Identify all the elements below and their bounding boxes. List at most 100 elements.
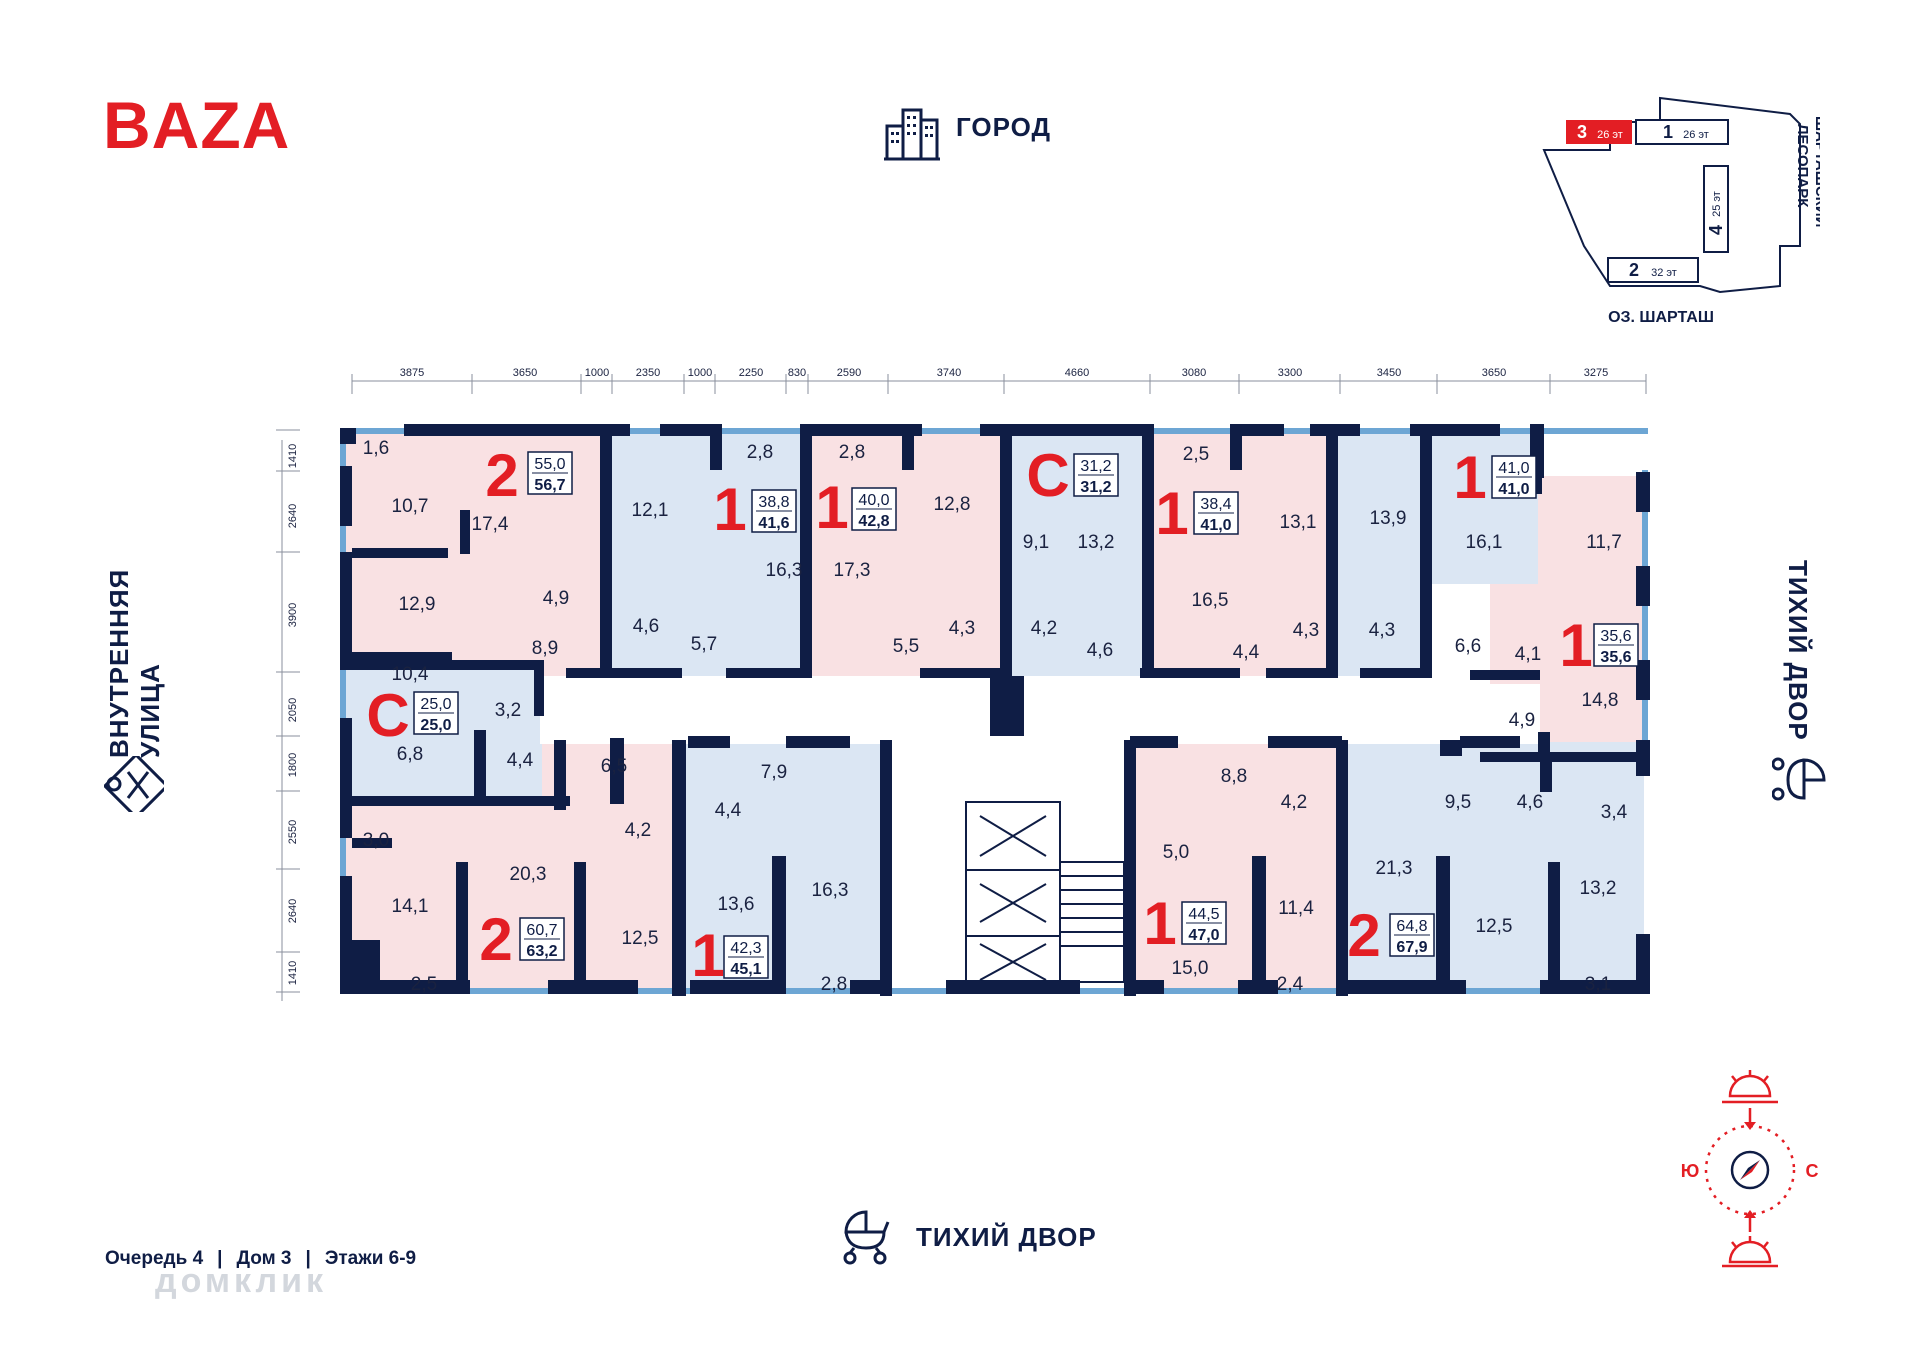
svg-text:63,2: 63,2 bbox=[526, 943, 557, 960]
dim-top-5: 1000 bbox=[688, 367, 712, 379]
corridor bbox=[540, 684, 1540, 744]
compass: Ю С bbox=[1681, 1070, 1819, 1268]
site-building-2: 2 32 эт bbox=[1607, 257, 1699, 283]
stair-core bbox=[885, 744, 1130, 992]
svg-text:38,8: 38,8 bbox=[758, 494, 789, 511]
dim-left-7: 2640 bbox=[287, 899, 299, 923]
room-area: 11,7 bbox=[1586, 532, 1622, 553]
sun-icon-bottom bbox=[1722, 1236, 1778, 1268]
brand-logo: BAZA bbox=[103, 88, 291, 162]
room-area: 12,5 bbox=[622, 928, 659, 949]
svg-text:35,6: 35,6 bbox=[1600, 628, 1631, 645]
dim-top-8: 2590 bbox=[837, 367, 861, 379]
svg-text:1: 1 bbox=[1453, 444, 1486, 511]
fill-apt-1d-top bbox=[1150, 432, 1330, 676]
svg-text:41,0: 41,0 bbox=[1498, 460, 1529, 477]
room-area: 7,9 bbox=[761, 762, 787, 783]
room-area: 2,8 bbox=[821, 974, 847, 995]
room-area: 16,5 bbox=[1192, 590, 1229, 611]
room-area: 6,5 bbox=[601, 756, 627, 777]
room-area: 4,2 bbox=[625, 820, 651, 841]
room-area: 8,8 bbox=[1221, 766, 1247, 787]
direction-bottom-label: ТИХИЙ ДВОР bbox=[916, 1222, 1097, 1252]
room-area: 14,8 bbox=[1582, 690, 1619, 711]
svg-text:2: 2 bbox=[1347, 902, 1380, 969]
footer-floors: Этажи 6-9 bbox=[324, 1248, 417, 1269]
room-area: 6,6 bbox=[1455, 636, 1481, 657]
svg-text:1: 1 bbox=[1663, 122, 1673, 142]
dim-top-11: 3080 bbox=[1182, 367, 1206, 379]
dimension-labels-top: 3875 3650 1000 2350 1000 2250 830 2590 3… bbox=[400, 367, 1608, 379]
room-area: 4,3 bbox=[1369, 620, 1395, 641]
room-area: 12,8 bbox=[934, 494, 971, 515]
site-building-1: 1 26 эт bbox=[1635, 119, 1729, 145]
room-area: 13,2 bbox=[1078, 532, 1115, 553]
svg-text:42,8: 42,8 bbox=[858, 513, 889, 530]
room-area: 3,2 bbox=[495, 700, 521, 721]
apartment-badge: 1 44,5 47,0 bbox=[1143, 890, 1227, 957]
svg-text:31,2: 31,2 bbox=[1080, 458, 1111, 475]
dim-top-3: 1000 bbox=[585, 367, 609, 379]
room-area: 10,4 bbox=[392, 664, 429, 685]
svg-text:64,8: 64,8 bbox=[1396, 918, 1427, 935]
dim-left-6: 2550 bbox=[287, 820, 299, 844]
svg-text:47,0: 47,0 bbox=[1188, 927, 1219, 944]
compass-west-label: Ю bbox=[1681, 1161, 1700, 1181]
site-building-4: 4 25 эт bbox=[1703, 165, 1729, 253]
buildings-icon bbox=[884, 108, 940, 161]
room-area: 12,5 bbox=[1476, 916, 1513, 937]
apartment-badge: 2 64,8 67,9 bbox=[1347, 902, 1435, 969]
svg-text:26 эт: 26 эт bbox=[1597, 129, 1623, 141]
site-map: 3 26 эт 1 26 эт 4 25 эт 2 32 эт ОЗ. ШАРТ… bbox=[1542, 96, 1820, 326]
room-area: 4,3 bbox=[1293, 620, 1319, 641]
room-area: 5,5 bbox=[893, 636, 919, 657]
svg-text:41,0: 41,0 bbox=[1200, 517, 1231, 534]
svg-text:35,6: 35,6 bbox=[1600, 649, 1631, 666]
apartment-badge: С 25,0 25,0 bbox=[366, 682, 459, 749]
room-area: 20,3 bbox=[510, 864, 547, 885]
site-building-3: 3 26 эт bbox=[1566, 120, 1632, 144]
room-area: 3,4 bbox=[1601, 802, 1628, 823]
dim-left-8: 1410 bbox=[287, 961, 299, 985]
room-area: 17,3 bbox=[834, 560, 871, 581]
svg-text:26 эт: 26 эт bbox=[1683, 129, 1709, 141]
svg-text:38,4: 38,4 bbox=[1200, 496, 1231, 513]
dim-left-4: 2050 bbox=[287, 698, 299, 722]
svg-text:1: 1 bbox=[1143, 890, 1176, 957]
svg-text:55,0: 55,0 bbox=[534, 456, 565, 473]
room-area: 9,5 bbox=[1445, 792, 1471, 813]
room-area: 2,4 bbox=[1277, 974, 1304, 995]
svg-text:40,0: 40,0 bbox=[858, 492, 889, 509]
room-area: 2,8 bbox=[747, 442, 773, 463]
dimension-lines bbox=[281, 380, 1646, 1001]
room-area: 15,0 bbox=[1172, 958, 1209, 979]
svg-text:41,0: 41,0 bbox=[1498, 481, 1529, 498]
room-area: 2,5 bbox=[1183, 444, 1209, 465]
apartment-badge: С 31,2 31,2 bbox=[1026, 442, 1119, 509]
room-area: 4,9 bbox=[543, 588, 569, 609]
room-area: 4,2 bbox=[1031, 618, 1057, 639]
room-area: 5,7 bbox=[691, 634, 717, 655]
footer-info: Очередь 4|Дом 3|Этажи 6-9 bbox=[105, 1248, 417, 1269]
room-area: 1,6 bbox=[363, 438, 389, 459]
svg-text:ЛЕСОПАРК: ЛЕСОПАРК bbox=[1794, 124, 1811, 208]
svg-text:56,7: 56,7 bbox=[534, 477, 565, 494]
site-lake-label: ОЗ. ШАРТАШ bbox=[1608, 309, 1714, 326]
room-area: 16,3 bbox=[812, 880, 849, 901]
dim-top-1: 3875 bbox=[400, 367, 424, 379]
svg-text:25,0: 25,0 bbox=[420, 696, 451, 713]
fill-apt-2-bottom-left bbox=[344, 796, 680, 992]
direction-top-label: ГОРОД bbox=[956, 112, 1052, 142]
stroller-icon bbox=[843, 1210, 890, 1265]
room-area: 16,3 bbox=[766, 560, 803, 581]
compass-east-label: С bbox=[1806, 1161, 1819, 1181]
dim-left-2: 2640 bbox=[287, 504, 299, 528]
fill-apt-1a-top bbox=[609, 432, 715, 676]
stroller-icon-right bbox=[1772, 757, 1826, 801]
watermark: домклик bbox=[155, 1262, 328, 1300]
fill-apt-1c-top bbox=[807, 432, 1007, 676]
svg-text:67,9: 67,9 bbox=[1396, 939, 1427, 956]
svg-text:1: 1 bbox=[1559, 612, 1592, 679]
room-area: 5,0 bbox=[1163, 842, 1189, 863]
